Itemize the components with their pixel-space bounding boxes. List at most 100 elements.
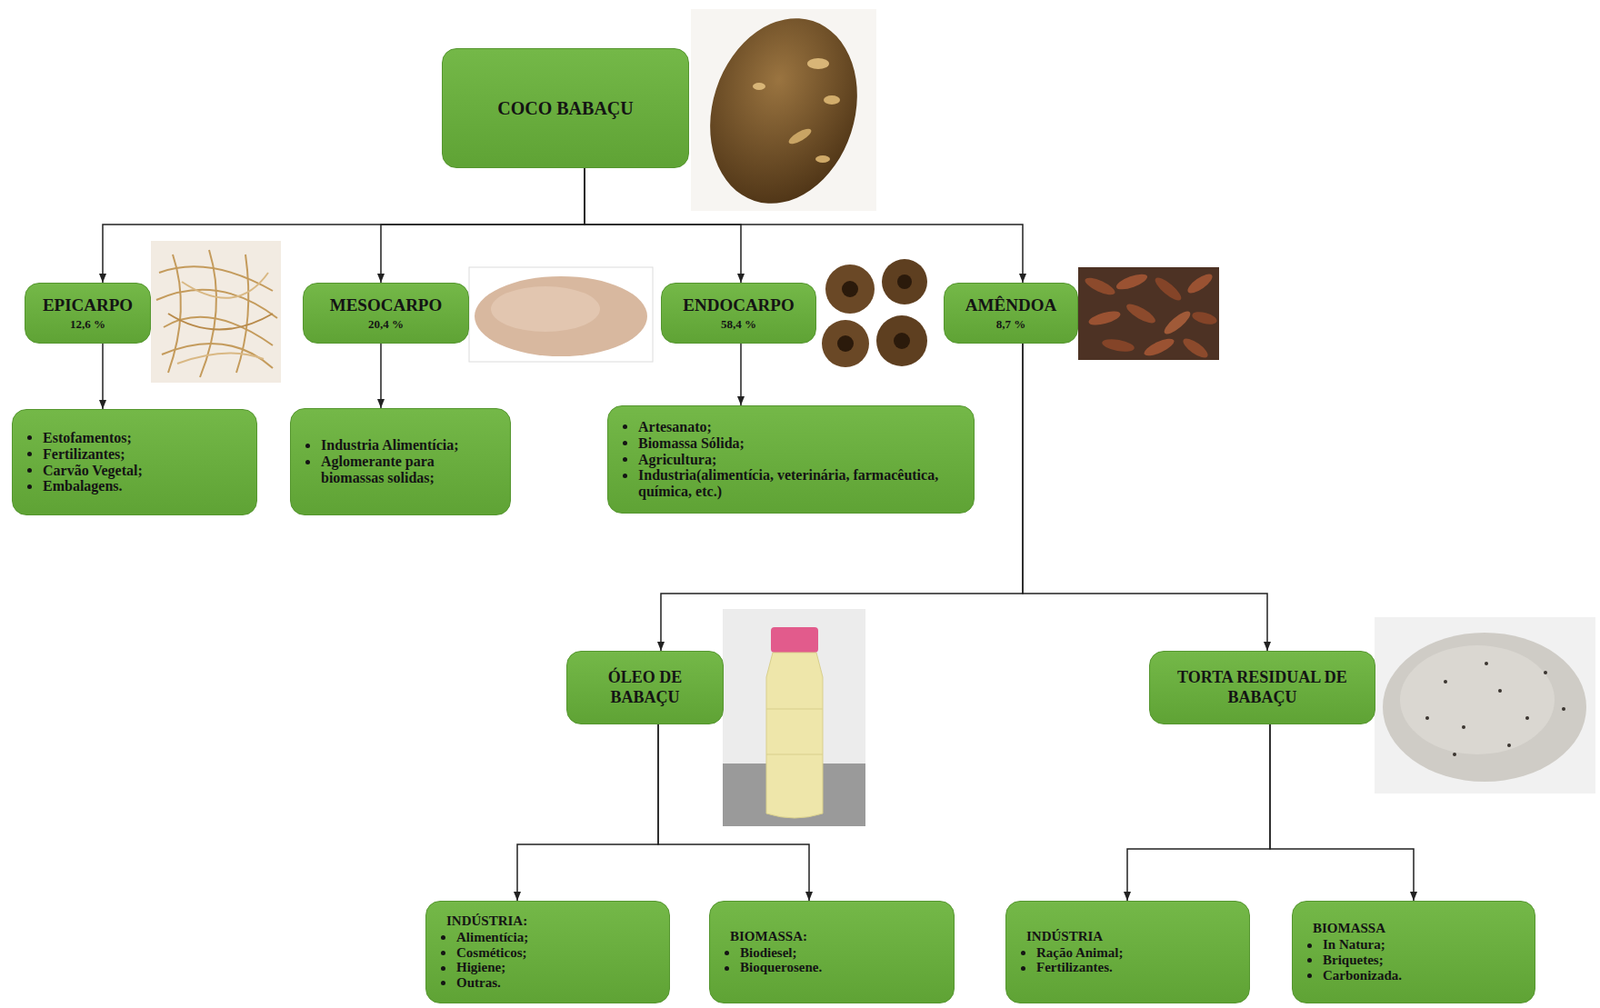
bullet-dot [440,980,446,986]
connector-arrow [380,343,382,409]
bullet-dot [1020,950,1026,956]
box-title: EPICARPO [42,295,133,316]
use-list-box: Artesanato;Biomassa Sólida;Agricultura;I… [607,405,975,514]
bullet-item: Aglomerante para biomassas solidas; [305,453,500,487]
connector-arrow [101,343,104,410]
coconut-photo [687,0,881,223]
list-item-text: Estofamentos; [42,430,132,447]
bullet-dot [1307,973,1312,979]
box-title: INDÚSTRIA [1026,929,1103,945]
bullet-item: Fertilizantes. [1020,960,1113,976]
percentage-label: 20,4 % [368,317,404,332]
bullet-item: Alimentícia; [440,930,529,946]
bullet-item: Biomassa Sólida; [622,435,745,452]
mesocarp-flour-photo [469,267,653,362]
bullet-dot [622,473,628,479]
box-title: ÓLEO DE BABAÇU [576,668,714,708]
list-item-text: Fertilizantes; [42,446,126,463]
list-item-text: Ração Animal; [1036,945,1123,961]
bullet-dot [305,443,310,449]
connector-arrow [658,724,810,901]
list-item-text: Fertilizantes. [1036,960,1113,976]
connector-arrow [517,724,659,901]
bullet-dot [724,966,730,971]
endocarp-photo [816,257,937,375]
bullet-item: Bioquerosene. [724,960,822,976]
connector-arrow [1022,343,1268,651]
bullet-dot [27,451,32,457]
bullet-dot [622,440,628,446]
epicarp-fiber-photo [150,240,281,383]
box-title: INDÚSTRIA: [446,913,528,930]
bullet-item: Embalagens. [27,478,123,495]
bullet-item: Industria(alimentícia, veterinária, farm… [622,467,963,500]
box-title: MESOCARPO [330,295,443,316]
list-item-text: Industria Alimentícia; [320,437,460,454]
list-item-text: Biodiesel; [740,945,798,961]
connector-arrow [1127,724,1270,901]
box-title: COCO BABAÇU [497,98,633,120]
bullet-item: Outras. [440,975,501,991]
connector-arrow [584,168,1023,283]
use-list-box: BIOMASSA:Biodiesel;Bioquerosene. [709,900,955,1004]
list-item-text: Carvão Vegetal; [42,462,143,480]
box-title: TORTA RESIDUAL DE BABAÇU [1159,668,1366,708]
bullet-dot [440,950,446,956]
bullet-dot [27,468,32,473]
use-list-box: INDÚSTRIARação Animal;Fertilizantes. [1005,900,1250,1004]
product-box: ÓLEO DE BABAÇU [566,650,724,725]
part-box: AMÊNDOA8,7 % [943,282,1079,344]
bullet-item: Carbonizada. [1307,968,1402,984]
box-title: AMÊNDOA [965,295,1057,316]
use-list-box: Industria Alimentícia;Aglomerante para b… [290,408,511,516]
bullet-dot [27,484,32,490]
part-box: MESOCARPO20,4 % [302,282,470,344]
bullet-item: Carvão Vegetal; [27,462,143,480]
percentage-label: 8,7 % [996,317,1027,332]
bullet-dot [305,460,310,465]
almonds-photo [1078,267,1220,361]
use-list-box: BIOMASSAIn Natura;Briquetes;Carbonizada. [1291,900,1536,1004]
connector-arrow [584,168,741,283]
bullet-item: Briquetes; [1307,952,1384,969]
bullet-dot [1020,966,1026,971]
connector-arrow [740,343,742,406]
part-box: EPICARPO12,6 % [24,282,151,344]
list-item-text: Industria(alimentícia, veterinária, farm… [638,467,963,500]
list-item-text: Higiene; [456,960,506,976]
percentage-label: 58,4 % [720,317,757,332]
box-title: BIOMASSA: [730,929,808,945]
bullet-item: In Natura; [1307,937,1386,953]
bullet-dot [622,424,628,430]
list-item-text: Cosméticos; [456,945,527,961]
bullet-item: Fertilizantes; [27,446,126,463]
connector-arrow [380,168,585,283]
bullet-dot [440,966,446,971]
use-list-box: INDÚSTRIA:Alimentícia;Cosméticos;Higiene… [425,900,670,1004]
bullet-item: Biodiesel; [724,945,798,961]
root-box: COCO BABAÇU [441,48,690,169]
bullet-dot [27,435,32,440]
list-item-text: Embalagens. [42,478,123,495]
list-item-text: Outras. [456,975,501,991]
residual-cake-photo [1374,617,1596,794]
percentage-label: 12,6 % [70,317,106,332]
list-item-text: Aglomerante para biomassas solidas; [320,453,500,487]
use-list-box: Estofamentos;Fertilizantes;Carvão Vegeta… [11,409,258,516]
list-item-text: Briquetes; [1322,952,1384,969]
list-item-text: Artesanato; [638,419,712,436]
bullet-dot [724,950,730,956]
bullet-item: Artesanato; [622,419,712,436]
bullet-dot [1307,958,1312,963]
connector-arrow [1270,724,1414,901]
list-item-text: Biomassa Sólida; [638,435,745,452]
bullet-item: Agricultura; [622,451,717,469]
bullet-item: Industria Alimentícia; [305,437,460,454]
list-item-text: Alimentícia; [456,930,529,946]
list-item-text: Agricultura; [638,451,717,469]
bullet-dot [440,935,446,940]
box-title: ENDOCARPO [682,295,794,316]
bullet-dot [622,457,628,462]
bullet-item: Estofamentos; [27,430,132,447]
